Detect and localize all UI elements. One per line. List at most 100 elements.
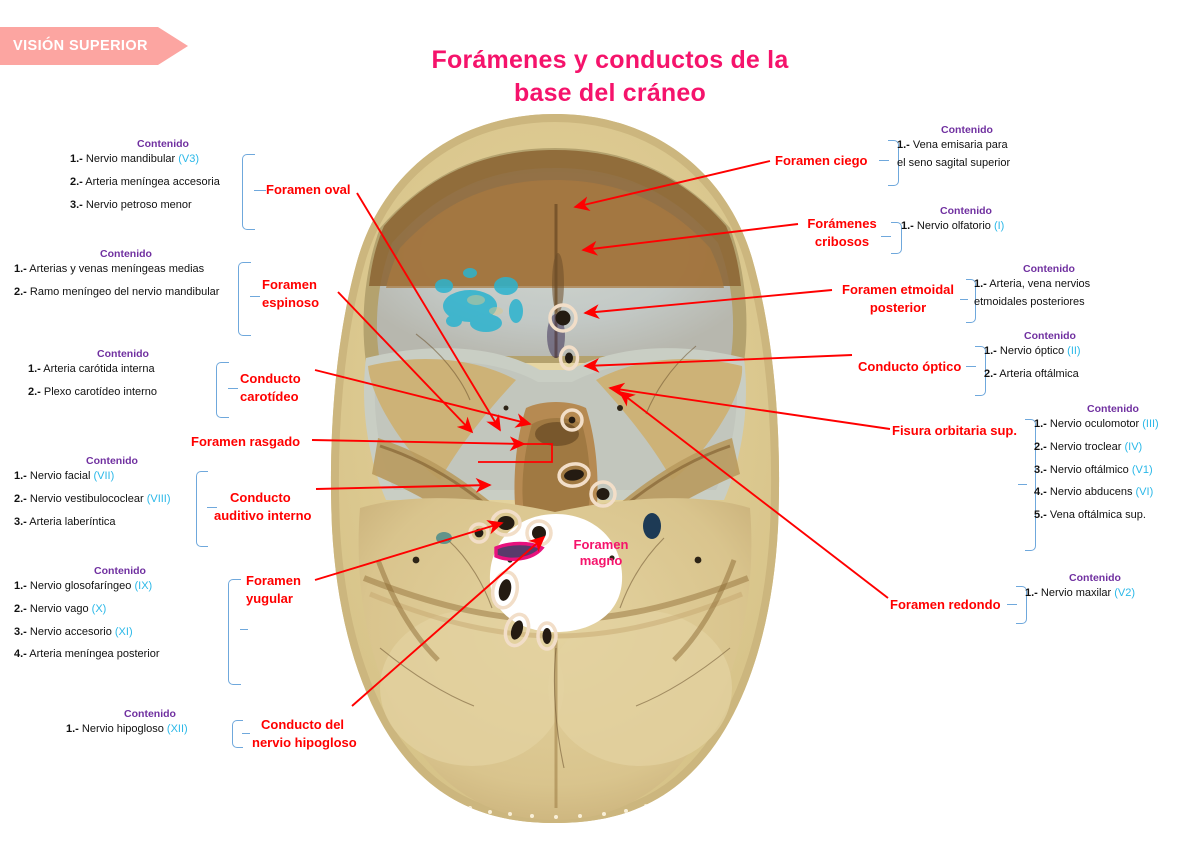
bracket — [975, 346, 986, 396]
content-list: 1.- Nervio glosofaríngeo (IX) 2.- Nervio… — [14, 580, 226, 662]
list-item: 1.- Arterias y venas meníngeas medias — [14, 263, 205, 275]
list-item: 1.- Arteria carótida interna — [28, 363, 155, 375]
label-foramenes-cribosos: Forámenes cribosos — [807, 216, 877, 249]
label-conducto-hipogloso: Conducto del nervio hipogloso — [252, 717, 357, 750]
contenido-heading: Contenido — [941, 124, 993, 136]
content-list: 1.- Nervio olfatorio (I) — [901, 220, 1031, 234]
skull-illustration — [330, 114, 780, 823]
skull-base-photograph — [320, 108, 790, 823]
list-item: 1.- Arteria, vena nervios — [974, 278, 1091, 290]
bracket-stub — [207, 507, 217, 509]
title-line-2: base del cráneo — [514, 79, 706, 107]
label-foramen-rasgado: Foramen rasgado — [191, 434, 301, 449]
foramen-magno-line-2: magno — [579, 552, 623, 568]
list-item: el seno sagital superior — [897, 156, 1011, 169]
group-foramen-oval: Contenido 1.- Nervio mandibular (V3) 2.-… — [70, 138, 360, 230]
bracket-stub — [242, 733, 250, 735]
bracket — [196, 471, 208, 547]
group-foramen-yugular: Contenido 1.- Nervio glosofaríngeo (IX) … — [14, 565, 334, 685]
vision-superior-banner: VISIÓN SUPERIOR — [0, 27, 188, 65]
list-item: 2.- Arteria oftálmica — [984, 367, 1079, 380]
bracket-stub — [879, 160, 889, 162]
bracket — [238, 262, 251, 336]
bracket-stub — [881, 236, 891, 238]
content-list: 1.- Arteria, vena nervios etmoidales pos… — [974, 278, 1124, 310]
list-item: 1.- Nervio oculomotor (III) — [1034, 418, 1159, 430]
bracket-stub — [254, 190, 266, 192]
contenido-heading: Contenido — [1087, 403, 1139, 415]
content-list: 1.- Nervio facial (VII) 2.- Nervio vesti… — [14, 470, 210, 529]
list-item: etmoidales posteriores — [974, 295, 1085, 308]
bracket — [966, 279, 976, 323]
label-foramen-etmoidal-posterior: Foramen etmoidal posterior — [842, 282, 954, 315]
banner-label: VISIÓN SUPERIOR — [13, 38, 148, 54]
label-conducto-carotideo: Conducto carotídeo — [240, 371, 301, 404]
contenido-heading: Contenido — [1023, 263, 1075, 275]
list-item: 3.- Nervio accesorio (XI) — [14, 625, 133, 638]
contenido-heading: Contenido — [137, 138, 189, 150]
list-item: 1.- Nervio óptico (II) — [984, 345, 1081, 357]
content-list: 1.- Arterias y venas meníngeas medias 2.… — [14, 263, 238, 300]
label-foramen-redondo: Foramen redondo — [890, 597, 1001, 612]
bracket-stub — [966, 366, 976, 368]
content-list: 1.- Nervio mandibular (V3) 2.- Arteria m… — [70, 153, 256, 212]
group-conducto-hipogloso: Contenido 1.- Nervio hipogloso (XII) Con… — [66, 708, 366, 750]
contenido-heading: Contenido — [940, 205, 992, 217]
contenido-heading: Contenido — [100, 248, 152, 260]
bracket — [888, 140, 899, 186]
list-item: 1.- Nervio glosofaríngeo (IX) — [14, 580, 153, 592]
label-conducto-auditivo-interno: Conducto auditivo interno — [214, 490, 312, 523]
contenido-heading: Contenido — [86, 455, 138, 467]
bracket-stub — [960, 299, 968, 301]
title-line-1: Forámenes y conductos de la — [431, 46, 789, 74]
bracket — [1025, 419, 1036, 551]
contenido-heading: Contenido — [1069, 572, 1121, 584]
group-conducto-auditivo-interno: Contenido 1.- Nervio facial (VII) 2.- Ne… — [14, 455, 334, 547]
page-title: Forámenes y conductos de la base del crá… — [400, 44, 820, 110]
label-fisura-orbitaria-superior: Fisura orbitaria sup. — [892, 423, 1017, 438]
list-item: 1.- Nervio mandibular (V3) — [70, 153, 199, 165]
bracket — [891, 222, 902, 254]
list-item: 4.- Arteria meníngea posterior — [14, 648, 160, 661]
content-list: 1.- Arteria carótida interna 2.- Plexo c… — [28, 363, 218, 400]
list-item: 2.- Nervio vestibulococlear (VIII) — [14, 492, 171, 505]
list-item: 3.- Nervio petroso menor — [70, 198, 192, 211]
list-item: 1.- Nervio maxilar (V2) — [1025, 587, 1136, 599]
list-item: 2.- Nervio troclear (IV) — [1034, 440, 1143, 453]
bracket-stub — [250, 296, 260, 298]
bracket — [228, 579, 241, 685]
content-list: 1.- Nervio hipogloso (XII) — [66, 723, 234, 737]
list-item: 5.- Vena oftálmica sup. — [1034, 509, 1146, 521]
label-foramen-yugular: Foramen yugular — [246, 573, 301, 606]
bracket-stub — [1007, 604, 1017, 606]
content-list: 1.- Nervio oculomotor (III) 2.- Nervio t… — [1034, 418, 1192, 523]
content-list: 1.- Nervio óptico (II) 2.- Arteria oftál… — [984, 345, 1116, 382]
list-item: 1.- Nervio olfatorio (I) — [901, 220, 1005, 232]
foramen-magno-line-1: Foramen — [573, 537, 629, 552]
bracket-stub — [228, 388, 238, 390]
group-foramen-espinoso: Contenido 1.- Arterias y venas meníngeas… — [14, 248, 334, 336]
bracket-stub — [1018, 484, 1027, 486]
bracket — [1016, 586, 1027, 624]
list-item: 1.- Nervio facial (VII) — [14, 470, 115, 482]
bracket — [242, 154, 255, 230]
list-item: 2.- Arteria meníngea accesoria — [70, 175, 220, 188]
label-foramen-ciego: Foramen ciego — [775, 153, 868, 168]
bracket — [232, 720, 243, 748]
content-list: 1.- Vena emisaria para el seno sagital s… — [897, 139, 1037, 171]
list-item: 1.- Nervio hipogloso (XII) — [66, 723, 188, 735]
label-foramen-oval: Foramen oval — [266, 182, 351, 197]
list-item: 3.- Nervio oftálmico (V1) — [1034, 463, 1153, 476]
contenido-heading: Contenido — [1024, 330, 1076, 342]
bracket-stub — [240, 629, 248, 631]
list-item: 3.- Arteria laberíntica — [14, 515, 116, 528]
contenido-heading: Contenido — [124, 708, 176, 720]
label-foramen-espinoso: Foramen espinoso — [262, 277, 320, 310]
group-foramen-rasgado: Foramen rasgado — [191, 434, 300, 449]
list-item: 2.- Nervio vago (X) — [14, 602, 107, 615]
list-item: 2.- Plexo carotídeo interno — [28, 385, 158, 398]
content-list: 1.- Nervio maxilar (V2) — [1025, 587, 1165, 601]
bracket — [216, 362, 229, 418]
list-item: 4.- Nervio abducens (VI) — [1034, 486, 1154, 499]
